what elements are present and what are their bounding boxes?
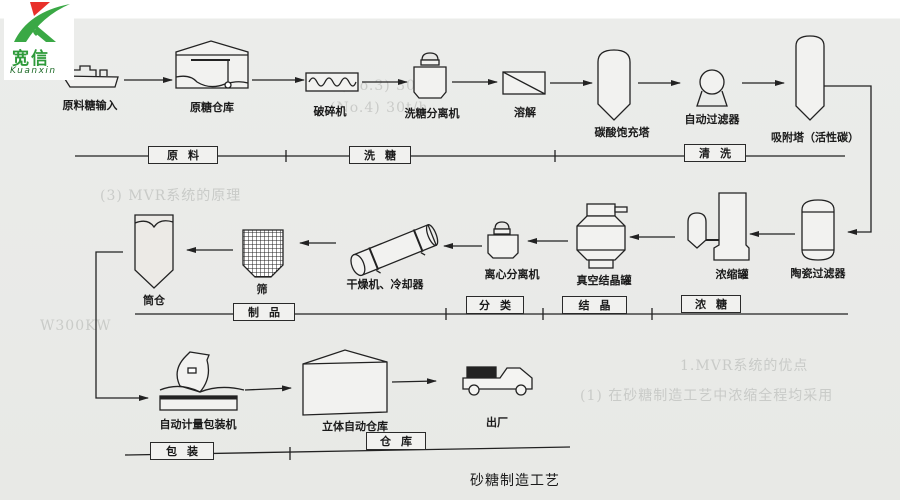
diagram-title: 砂糖制造工艺 [470, 473, 560, 489]
stage-box-warehouse: 仓库 [366, 432, 426, 450]
flow-arrow [244, 385, 292, 392]
background-text: W300KW [40, 318, 112, 334]
truck-icon [462, 366, 533, 396]
node-label: 洗糖分离机 [404, 107, 460, 120]
node-label: 原料糖输入 [62, 99, 118, 112]
node-label: 真空结晶罐 [576, 274, 632, 287]
stage-box-cleaning: 清洗 [684, 144, 746, 162]
node-label: 离心分离机 [484, 268, 540, 281]
silo-icon [134, 214, 174, 289]
warehouse-icon [302, 349, 388, 416]
kuanxin-logo-icon [14, 2, 70, 42]
stage-box-classification: 分类 [466, 296, 524, 314]
node-label: 原糖仓库 [190, 101, 234, 114]
dissolver-icon [502, 71, 546, 95]
node-label: 浓缩罐 [715, 268, 749, 281]
centrifuge-icon [413, 52, 447, 99]
crusher-icon [305, 72, 359, 92]
filter-icon [696, 69, 728, 107]
node-label: 出厂 [486, 416, 508, 429]
evaporator-icon [687, 192, 750, 261]
node-label: 干燥机、冷却器 [346, 278, 424, 291]
packing-machine-icon [159, 351, 245, 411]
brand-logo: 宽信 Kuanxin [4, 0, 74, 80]
node-label: 立体自动仓库 [322, 420, 388, 433]
node-label: 自动过滤器 [684, 113, 740, 126]
background-text: (1) 在砂糖制造工艺中浓缩全程均采用 [580, 388, 834, 404]
node-label: 吸附塔（活性碳） [771, 131, 859, 144]
tall-tower-icon [795, 35, 825, 121]
node-label: 破碎机 [313, 105, 347, 118]
stage-box-raw-material: 原料 [148, 146, 218, 164]
flow-arrow [391, 378, 437, 385]
background-text: 1.MVR系统的优点 [680, 358, 809, 374]
node-label: 筒仓 [143, 294, 165, 307]
flow-connector [824, 85, 872, 235]
node-label: 陶瓷过滤器 [790, 267, 846, 280]
logo-chinese-name: 宽信 [12, 49, 50, 69]
background-text: (3) MVR系统的原理 [100, 188, 242, 204]
flow-connector [95, 251, 149, 401]
logo-english-name: Kuanxin [10, 66, 57, 76]
capsule-filter-icon [801, 199, 835, 261]
node-label: 自动计量包装机 [159, 418, 237, 431]
node-label: 溶解 [514, 106, 536, 119]
centrifuge-icon [487, 221, 519, 259]
node-label: 筛 [256, 283, 268, 296]
stage-box-product: 制品 [233, 303, 295, 321]
stage-box-crystallization: 结晶 [562, 296, 627, 314]
stage-box-packing: 包装 [150, 442, 214, 460]
tower-icon [597, 49, 631, 121]
sieve-icon [242, 229, 284, 278]
stage-box-wash-sugar: 洗糖 [349, 146, 411, 164]
warehouse-icon [175, 40, 249, 89]
ship-icon [61, 65, 119, 88]
rotary-drum-icon [350, 223, 439, 277]
stage-box-concentrated-sugar: 浓糖 [681, 295, 741, 313]
node-label: 碳酸饱充塔 [594, 126, 650, 139]
crystallizer-icon [576, 203, 628, 269]
background-text: (No.4) 30t/h [330, 100, 429, 116]
